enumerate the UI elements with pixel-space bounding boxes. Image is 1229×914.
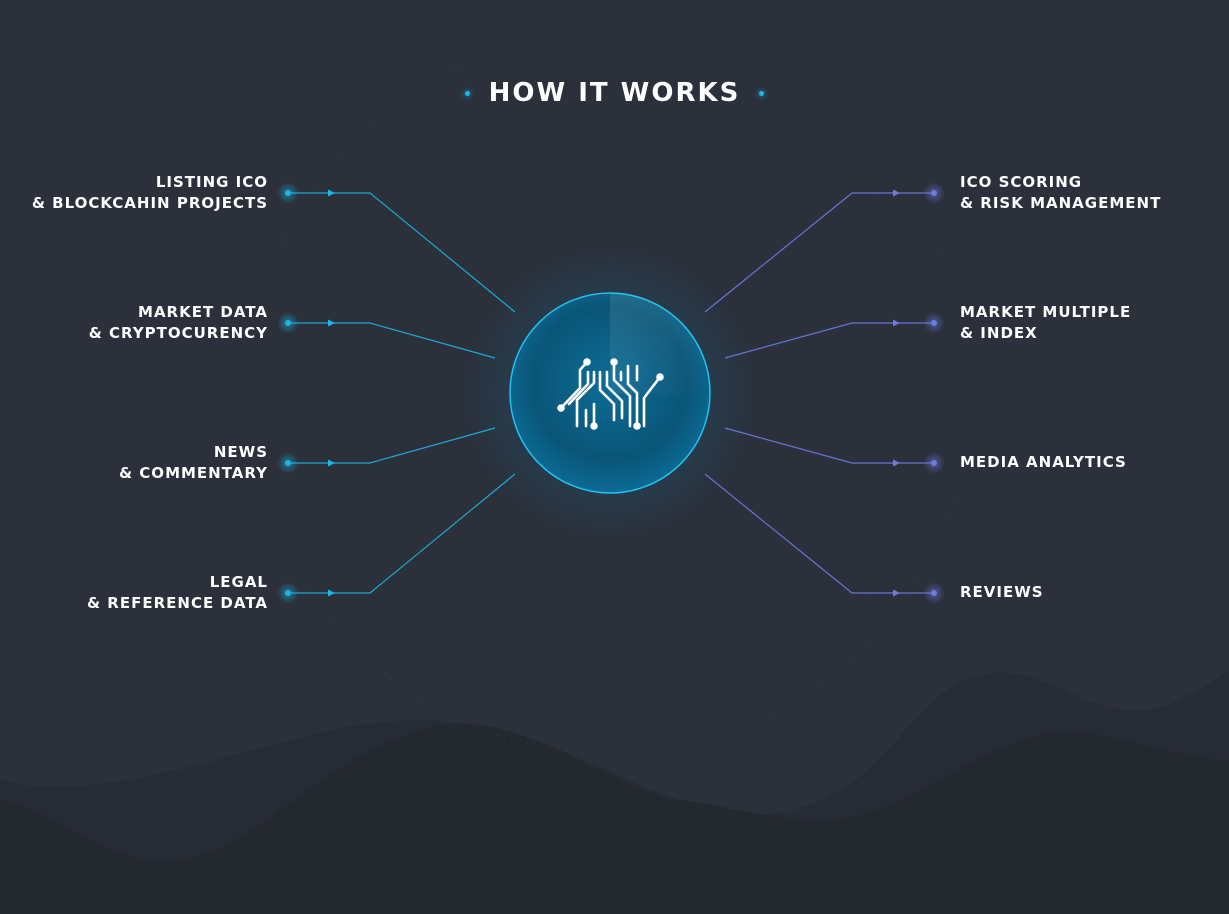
right-item-line2: & INDEX <box>960 324 1038 342</box>
right-item-media-analytics: MEDIA ANALYTICS <box>960 452 1127 473</box>
right-connector-line <box>704 192 934 313</box>
right-connector-line <box>724 322 934 359</box>
connectors <box>277 182 945 604</box>
left-connector-dot <box>285 590 291 596</box>
right-item-line1: MEDIA ANALYTICS <box>960 453 1127 471</box>
left-item-listing-ico: LISTING ICO & BLOCKCAHIN PROJECTS <box>32 172 268 214</box>
left-item-line1: LEGAL <box>209 573 268 591</box>
right-item-ico-scoring: ICO SCORING & RISK MANAGEMENT <box>960 172 1161 214</box>
right-item-line1: MARKET MULTIPLE <box>960 303 1132 321</box>
left-arrow-icon <box>328 589 335 597</box>
right-connector-dot <box>931 190 937 196</box>
left-connector-line <box>288 322 496 359</box>
left-connector-line <box>288 473 516 594</box>
right-item-line1: REVIEWS <box>960 583 1044 601</box>
right-connector-dot <box>931 460 937 466</box>
left-item-legal: LEGAL & REFERENCE DATA <box>87 572 268 614</box>
left-arrow-icon <box>328 319 335 327</box>
left-item-line2: & COMMENTARY <box>119 464 268 482</box>
left-connector-line <box>288 192 516 313</box>
right-item-market-multiple: MARKET MULTIPLE & INDEX <box>960 302 1131 344</box>
hub-sheen <box>610 293 710 393</box>
right-arrow-icon <box>893 189 900 197</box>
title-row: HOW IT WORKS <box>0 74 1229 114</box>
right-connector-dot <box>931 320 937 326</box>
left-connector-dot <box>285 460 291 466</box>
left-item-line2: & REFERENCE DATA <box>87 594 268 612</box>
left-item-market-data: MARKET DATA & CRYPTOCURENCY <box>89 302 268 344</box>
left-connector-dot <box>285 190 291 196</box>
right-connector-line <box>724 427 934 464</box>
outer-dotted-ring <box>249 32 971 754</box>
title-right-dot-icon <box>759 90 765 96</box>
left-item-line1: NEWS <box>213 443 268 461</box>
left-item-news: NEWS & COMMENTARY <box>119 442 268 484</box>
right-connector-line <box>704 473 934 594</box>
left-item-line1: LISTING ICO <box>155 173 268 191</box>
left-arrow-icon <box>328 189 335 197</box>
page-title: HOW IT WORKS <box>488 78 741 108</box>
left-item-line2: & BLOCKCAHIN PROJECTS <box>31 194 268 212</box>
left-connector-line <box>288 427 496 464</box>
left-connector-dot <box>285 320 291 326</box>
left-arrow-icon <box>328 459 335 467</box>
right-arrow-icon <box>893 319 900 327</box>
circuit-n-logo-icon <box>557 358 664 430</box>
right-arrow-icon <box>893 459 900 467</box>
left-item-line1: MARKET DATA <box>138 303 268 321</box>
right-arrow-icon <box>893 589 900 597</box>
right-item-line1: ICO SCORING <box>960 173 1083 191</box>
title-left-dot-icon <box>464 90 470 96</box>
right-connector-dot <box>931 590 937 596</box>
left-item-line2: & CRYPTOCURENCY <box>88 324 268 342</box>
inner-dotted-ring <box>279 62 941 724</box>
right-item-line2: & RISK MANAGEMENT <box>960 194 1162 212</box>
background-hill-front <box>0 723 1229 914</box>
right-item-reviews: REVIEWS <box>960 582 1044 603</box>
